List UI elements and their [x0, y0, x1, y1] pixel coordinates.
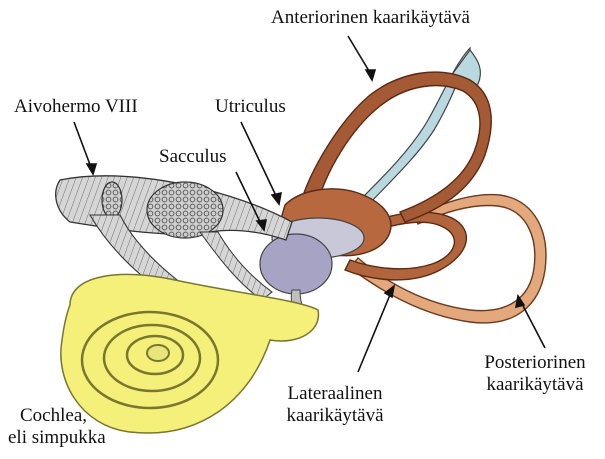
- label-posterior-canal: Posteriorinen kaarikäytävä: [475, 352, 595, 396]
- label-cochlea-line1: Cochlea,: [8, 405, 106, 427]
- label-posterior-line1: Posteriorinen: [475, 352, 595, 374]
- nerve-cut-end: [102, 182, 122, 218]
- label-lateral-canal: Lateraalinen kaarikäytävä: [275, 383, 395, 427]
- nerve-ganglion: [147, 182, 223, 238]
- label-utriculus: Utriculus: [215, 96, 286, 118]
- label-cochlea-line2: eli simpukka: [8, 427, 106, 449]
- label-posterior-line2: kaarikäytävä: [475, 374, 595, 396]
- label-nerve-viii: Aivohermo VIII: [14, 96, 138, 118]
- saccule-shape: [260, 234, 332, 294]
- label-anterior-canal: Anteriorinen kaarikäytävä: [271, 7, 470, 29]
- label-sacculus: Sacculus: [159, 146, 227, 168]
- label-lateral-line2: kaarikäytävä: [275, 405, 395, 427]
- label-lateral-line1: Lateraalinen: [275, 383, 395, 405]
- label-cochlea: Cochlea, eli simpukka: [8, 405, 106, 449]
